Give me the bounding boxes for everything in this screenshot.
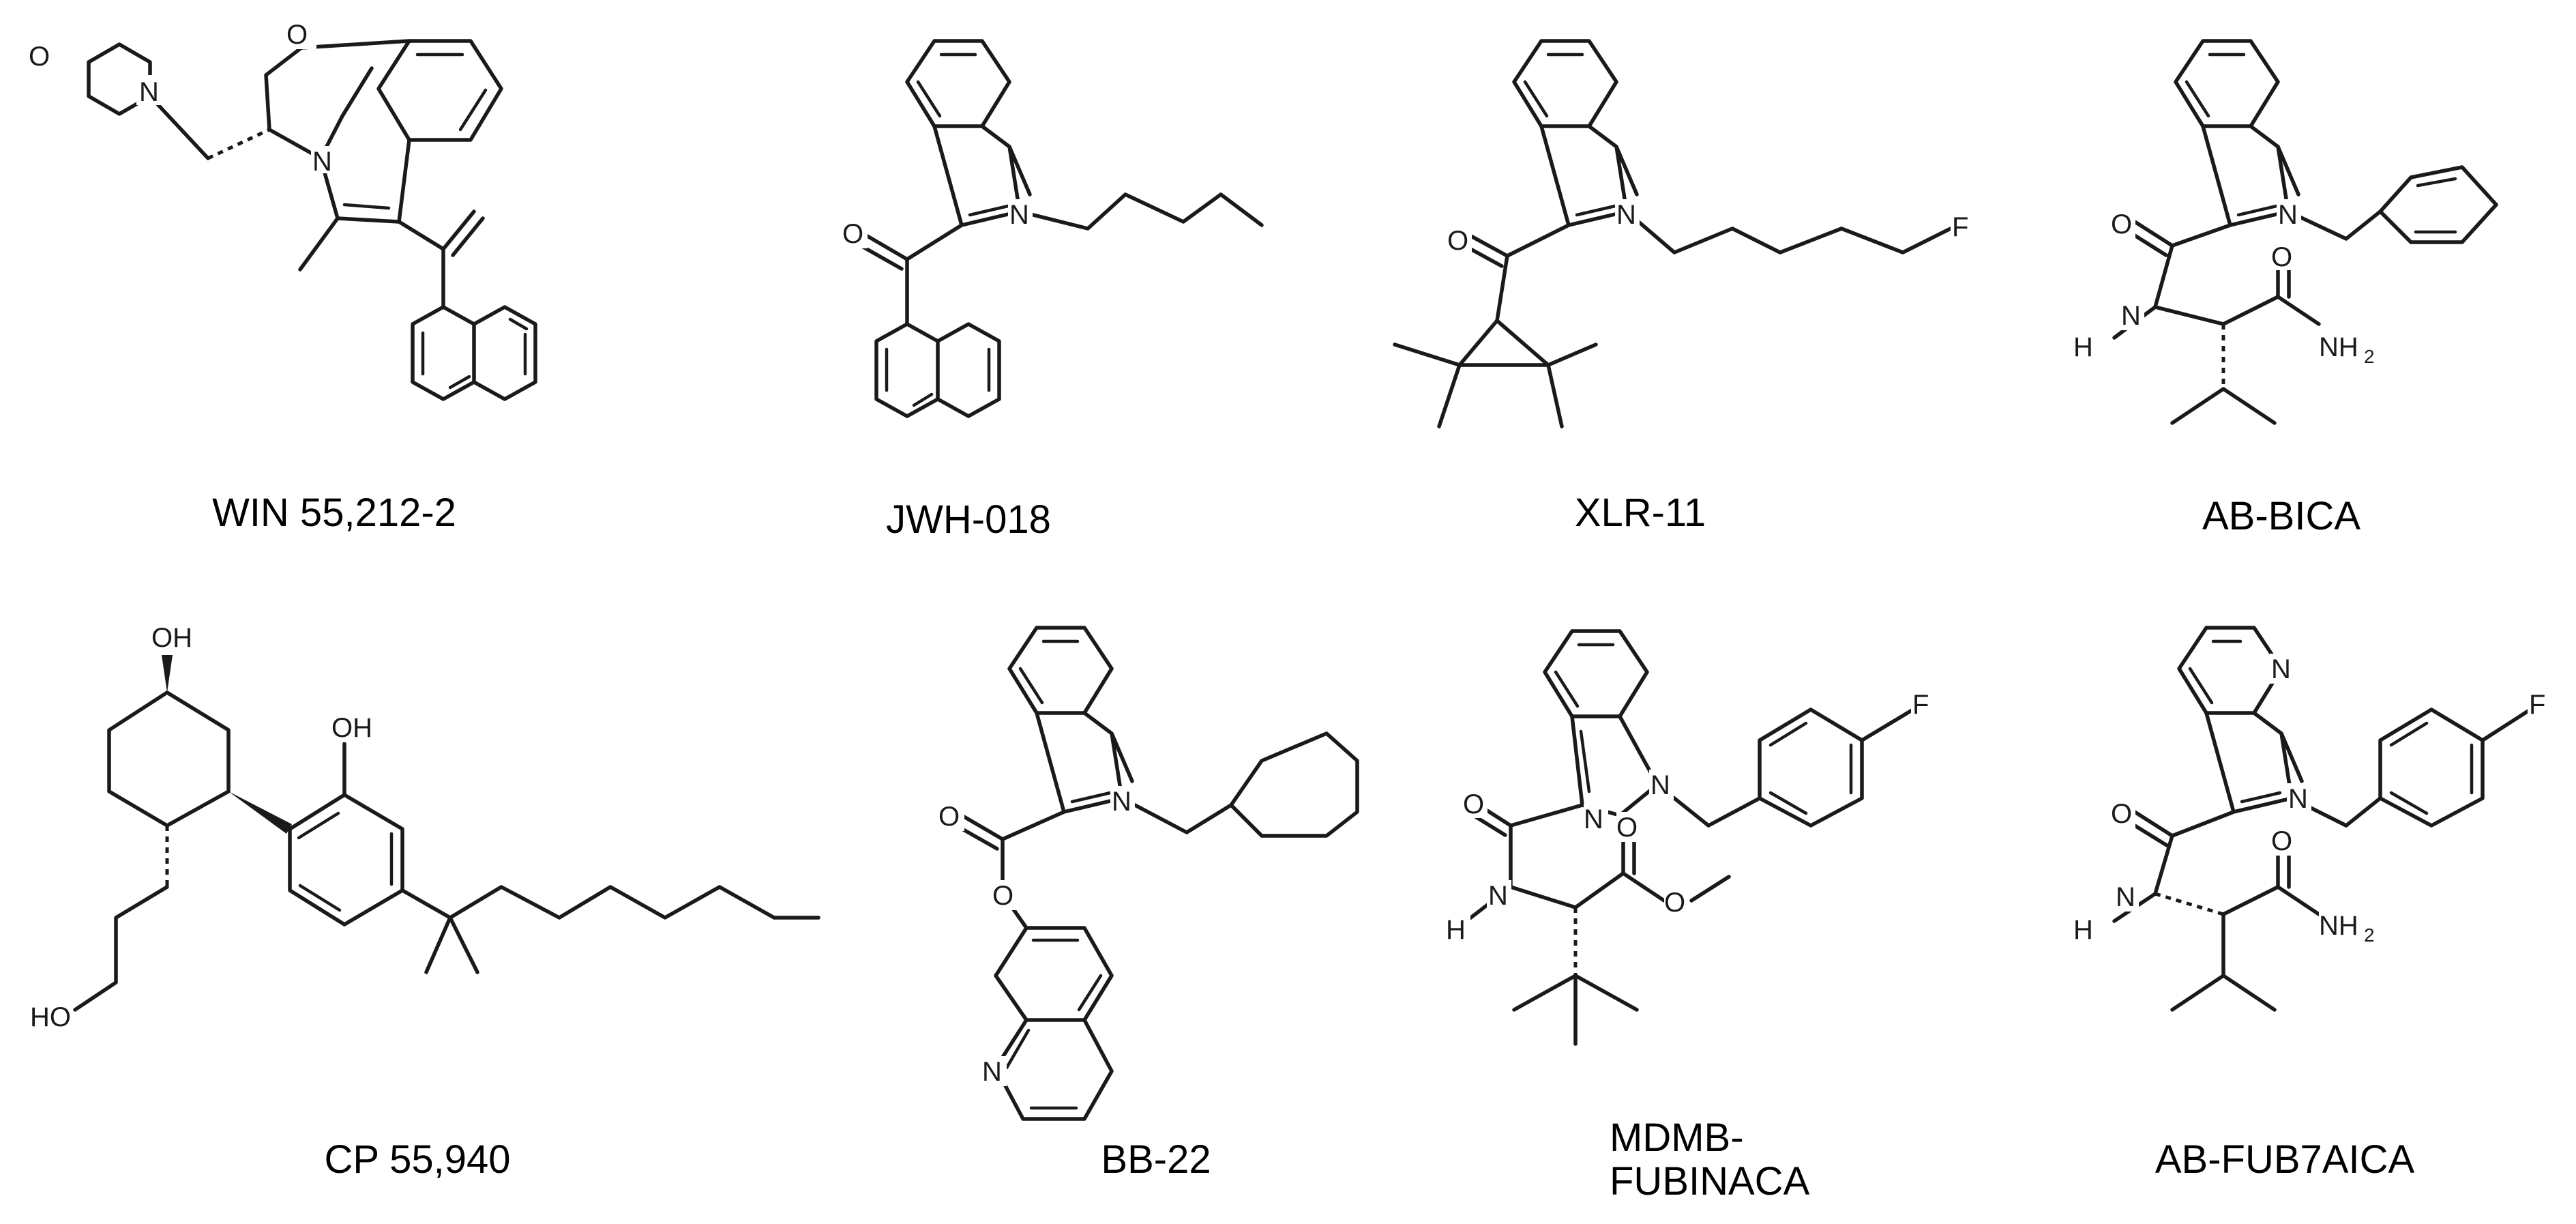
compound-name: XLR-11 xyxy=(1574,491,1706,535)
atom-label: O xyxy=(2111,799,2132,829)
atom-label: O xyxy=(29,42,50,72)
atom-label: N xyxy=(2121,301,2141,331)
atom-label: N xyxy=(2278,200,2298,230)
atom-label: H xyxy=(2073,332,2093,362)
atom-label: 2 xyxy=(2364,924,2375,946)
compound-name: WIN 55,212-2 xyxy=(212,491,456,535)
structure-ab-bica: O N H N O NH 2 xyxy=(2073,39,2498,425)
atom-label: OH xyxy=(151,623,192,653)
atom-label: O xyxy=(1463,789,1484,819)
atom-label: O xyxy=(1447,226,1468,256)
atom-label: N xyxy=(1112,787,1131,817)
compound-name-line: FUBINACA xyxy=(1610,1159,1810,1204)
compound-name: MDMB- FUBINACA xyxy=(1610,1116,1809,1204)
atom-label: HO xyxy=(30,1002,71,1032)
structure-win-55212-2: O N N O xyxy=(27,19,537,401)
atom-label: N xyxy=(2116,882,2135,912)
atom-label: H xyxy=(2073,915,2093,945)
atom-label: F xyxy=(2529,690,2545,720)
compound-name: AB-FUB7AICA xyxy=(2155,1137,2415,1182)
atom-label: O xyxy=(1664,888,1685,918)
atom-label: OH xyxy=(331,713,372,743)
structure-mdmb-fubinaca: O N N F H N O O xyxy=(1446,629,1936,1046)
atom-label: NH xyxy=(2319,332,2358,362)
atom-label: NH xyxy=(2319,911,2358,941)
atom-label: O xyxy=(2111,209,2132,239)
structure-ab-fub7aica: N N F O H N O NH 2 xyxy=(2073,626,2552,1012)
atom-label: O xyxy=(938,802,960,832)
atom-label: N xyxy=(1009,200,1029,230)
atom-label: N xyxy=(2271,654,2291,684)
atom-label: O xyxy=(2271,826,2292,856)
atom-label: N xyxy=(982,1057,1002,1087)
atom-label: N xyxy=(312,147,332,177)
atom-label: O xyxy=(842,219,863,249)
structure-xlr-11: O N F xyxy=(1393,39,1975,428)
structure-jwh-018: O N xyxy=(842,39,1264,418)
compound-name: AB-BICA xyxy=(2202,494,2361,538)
atom-label: O xyxy=(1616,813,1638,843)
atom-label: O xyxy=(2271,242,2292,272)
atom-label: F xyxy=(1952,212,1968,242)
structure-cp-55940: OH OH HO xyxy=(27,622,820,1032)
compound-name-line: MDMB- xyxy=(1610,1116,1744,1160)
compound-name: JWH-018 xyxy=(886,497,1051,542)
atom-label: O xyxy=(992,881,1013,911)
atom-label: N xyxy=(1488,881,1508,911)
atom-label: F xyxy=(1912,690,1929,720)
atom-label: N xyxy=(139,77,159,107)
compound-name: BB-22 xyxy=(1101,1137,1211,1182)
atom-label: N xyxy=(2288,784,2308,814)
compound-name: CP 55,940 xyxy=(324,1137,511,1182)
structure-bb-22: O O N N xyxy=(938,626,1359,1121)
atom-label: N xyxy=(1584,804,1603,834)
atom-label: N xyxy=(1650,770,1670,800)
atom-label: 2 xyxy=(2364,346,2375,367)
atom-label: O xyxy=(286,20,308,50)
atom-label: N xyxy=(1616,200,1636,230)
atom-label: H xyxy=(1446,915,1466,945)
